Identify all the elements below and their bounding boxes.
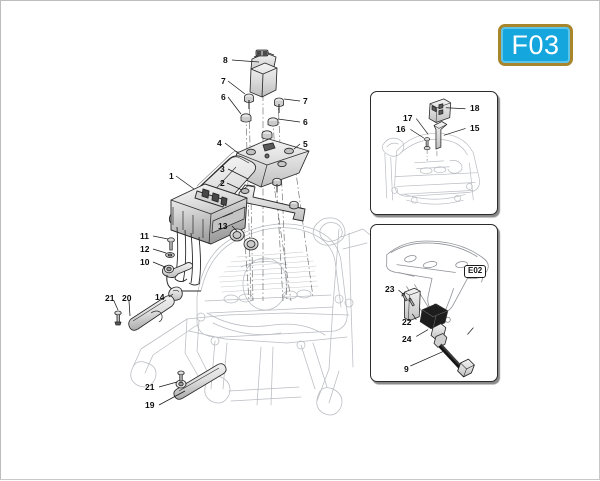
callout-14: 14 [155, 292, 165, 302]
callout-10: 10 [140, 257, 150, 267]
callout-7a: 7 [221, 76, 226, 86]
inset-callout-15: 15 [470, 123, 480, 133]
airbox-detail-artwork [382, 98, 480, 205]
reference-label-e02[interactable]: E02 [464, 265, 487, 278]
inset-callout-24: 24 [402, 334, 412, 344]
fiche-code-text: F03 [501, 27, 570, 63]
callout-2: 2 [220, 178, 225, 188]
inset-callout-9: 9 [404, 364, 409, 374]
callout-3: 3 [220, 164, 225, 174]
callout-6a: 6 [221, 92, 226, 102]
callout-5: 5 [303, 139, 308, 149]
callout-20: 20 [122, 293, 132, 303]
callout-7b: 7 [303, 96, 308, 106]
callout-11: 11 [140, 231, 149, 241]
fiche-code-badge: F03 [498, 24, 573, 66]
callout-6b: 6 [303, 117, 308, 127]
inset-callout-17: 17 [403, 113, 413, 123]
callout-8: 8 [223, 55, 228, 65]
sensor-bracket-detail-artwork [386, 240, 489, 378]
callout-13: 13 [218, 221, 228, 231]
inset-callout-16: 16 [396, 124, 406, 134]
inset-callout-22: 22 [402, 317, 412, 327]
callout-21-upper: 21 [105, 293, 115, 303]
inset-callout-23: 23 [385, 284, 395, 294]
inset-callout-18: 18 [470, 103, 480, 113]
callout-12: 12 [140, 244, 150, 254]
callout-21-lower: 21 [145, 382, 155, 392]
callout-19: 19 [145, 400, 155, 410]
callout-4: 4 [217, 138, 222, 148]
callout-1: 1 [169, 171, 174, 181]
sensor-bracket-detail-inset: 23 22 24 9 [370, 224, 498, 382]
airbox-detail-inset: 18 17 16 15 [370, 91, 498, 215]
